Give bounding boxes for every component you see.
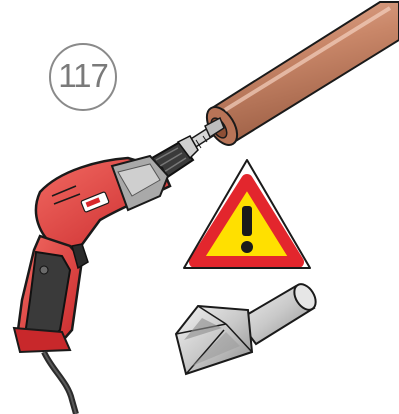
countersink-bit-icon [176,280,320,374]
power-drill-icon [14,156,170,414]
warning-triangle-icon [184,160,310,268]
copper-pipe-icon [201,2,399,150]
